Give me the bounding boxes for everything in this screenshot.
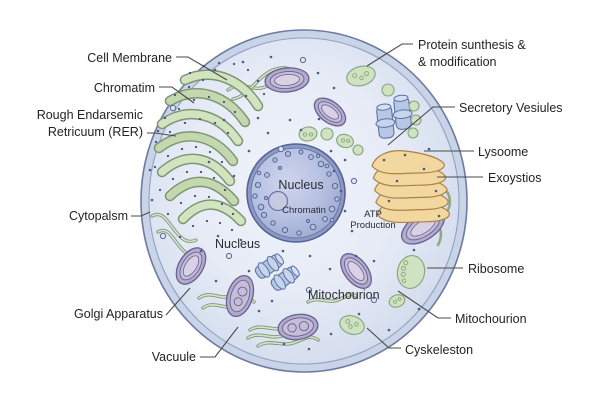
rough-er-graphic bbox=[153, 61, 266, 242]
label-cell-membrane: Cell Membrane bbox=[87, 51, 172, 65]
label-protein-line2: & modification bbox=[418, 54, 497, 69]
nucleolus-graphic bbox=[267, 190, 289, 212]
golgi-stack-graphic bbox=[371, 150, 450, 224]
leader-protein-synthesis bbox=[366, 43, 413, 67]
leader-cell-membrane bbox=[176, 56, 228, 81]
label-cyskeleston: Cyskeleston bbox=[405, 343, 474, 357]
label-atp-line2: Production bbox=[350, 220, 396, 231]
cytoplasm-dots bbox=[148, 55, 441, 351]
label-rer-line2: Retricuum (RER) bbox=[47, 124, 143, 139]
label-mitochourion-right: Mitochourion bbox=[455, 312, 527, 326]
leader-golgi-apparatus bbox=[165, 287, 191, 316]
centriole-pair-graphic bbox=[375, 94, 413, 139]
leader-rer bbox=[147, 132, 177, 137]
label-chromatin-center: Chromatin bbox=[282, 205, 326, 216]
label-rer: Rough Endarsemic Retricuum (RER) bbox=[37, 107, 143, 140]
label-mitochourion-inner: Mitochourion bbox=[308, 288, 380, 302]
label-ribosome: Ribosome bbox=[468, 262, 525, 276]
vesicle-graphics bbox=[298, 65, 426, 335]
label-atp-production: ATP Production bbox=[350, 209, 395, 231]
label-protein-line1: Protein sunthesis & bbox=[418, 38, 526, 52]
label-nucleus-left: Nucleus bbox=[215, 237, 261, 251]
nucleus-graphic bbox=[246, 143, 346, 243]
label-atp-line1: ATP bbox=[364, 209, 382, 220]
label-lysoome: Lysoome bbox=[478, 145, 529, 159]
label-golgi-apparatus: Golgi Apparatus bbox=[74, 307, 163, 321]
leader-cytopalsm bbox=[131, 211, 151, 217]
label-exoystios: Exoystios bbox=[488, 171, 542, 185]
label-protein-synthesis: Protein sunthesis & & modification bbox=[418, 37, 526, 70]
label-cytopalsm: Cytopalsm bbox=[68, 209, 128, 223]
centriole-pair-graphic bbox=[254, 253, 300, 291]
leader-cyskeleston bbox=[366, 327, 401, 349]
label-chromatim: Chromatim bbox=[93, 81, 155, 95]
label-vacuule: Vacuule bbox=[151, 350, 196, 364]
leader-secretory-vesiules bbox=[387, 106, 455, 146]
leader-chromatim bbox=[159, 86, 195, 104]
leader-vacuule bbox=[200, 326, 239, 358]
leader-lines bbox=[131, 43, 483, 358]
label-nucleus-center: Nucleus bbox=[278, 178, 324, 192]
chromatin-granules bbox=[252, 149, 340, 236]
label-rer-line1: Rough Endarsemic bbox=[36, 108, 143, 122]
label-secretory-vesiules: Secretory Vesiules bbox=[459, 101, 563, 115]
leader-mitochourion-right bbox=[397, 290, 451, 319]
